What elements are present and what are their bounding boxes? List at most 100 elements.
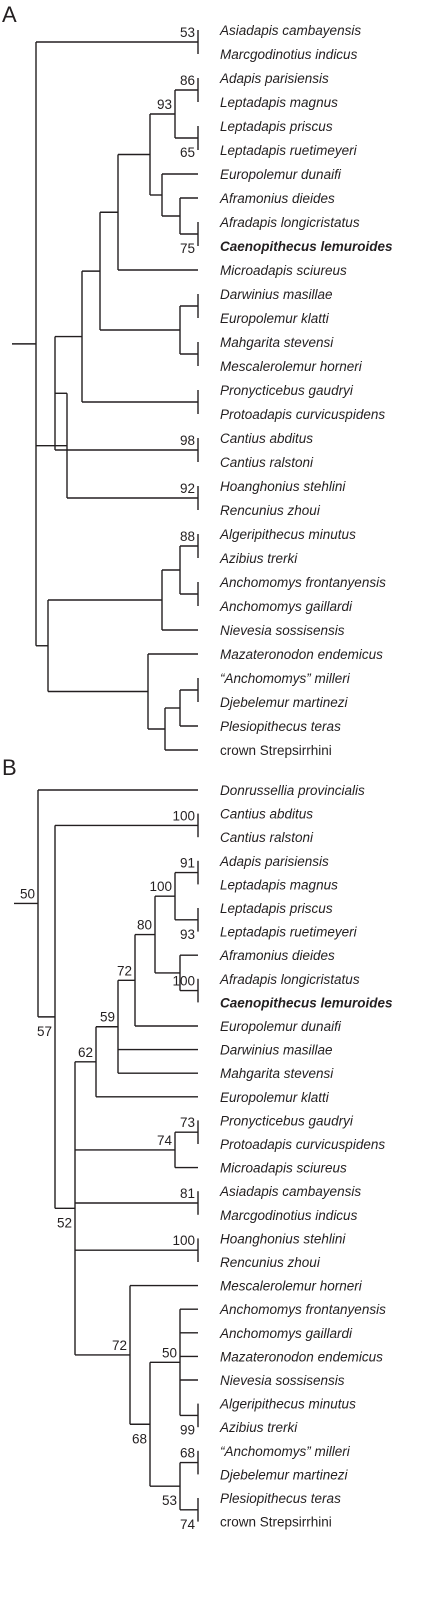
support-value: 93 bbox=[157, 97, 172, 112]
taxon-label: Rencunius zhoui bbox=[220, 1255, 321, 1270]
taxon-label: Europolemur dunaifi bbox=[220, 1019, 342, 1034]
taxon-label: Hoanghonius stehlini bbox=[220, 1231, 346, 1246]
taxon-label: Leptadapis magnus bbox=[220, 877, 338, 892]
panel-b-tree-branches bbox=[14, 789, 199, 1522]
support-value: 81 bbox=[180, 1186, 195, 1201]
taxon-label: Darwinius masillae bbox=[220, 287, 333, 302]
taxon-label: Aframonius dieides bbox=[219, 191, 335, 206]
taxon-label: “Anchomomys” milleri bbox=[220, 671, 351, 686]
taxon-label: crown Strepsirrhini bbox=[220, 743, 332, 758]
taxon-label: Adapis parisiensis bbox=[219, 854, 329, 869]
support-value: 98 bbox=[180, 433, 195, 448]
taxon-label: Protoadapis curvicuspidens bbox=[220, 407, 385, 422]
support-value: 73 bbox=[180, 1115, 195, 1130]
taxon-label: Anchomomys gaillardi bbox=[219, 599, 353, 614]
support-value: 59 bbox=[100, 1010, 115, 1025]
taxon-label: Mahgarita stevensi bbox=[220, 335, 334, 350]
taxon-label: Donrussellia provincialis bbox=[220, 783, 365, 798]
support-value: 92 bbox=[180, 481, 195, 496]
taxon-label: Pronycticebus gaudryi bbox=[220, 383, 354, 398]
taxon-label: Marcgodinotius indicus bbox=[220, 47, 358, 62]
taxon-label: Afradapis longicristatus bbox=[219, 215, 360, 230]
taxon-label: Azibius trerki bbox=[219, 1420, 298, 1435]
taxon-label: Mescalerolemur horneri bbox=[220, 1279, 363, 1294]
panel-a-support-values: 53 86 65 93 75 98 92 88 bbox=[157, 25, 195, 544]
support-value: 57 bbox=[37, 1024, 52, 1039]
support-value: 53 bbox=[180, 25, 195, 40]
support-value: 74 bbox=[180, 1517, 196, 1532]
support-value: 50 bbox=[162, 1345, 177, 1360]
panel-b-support-values: 1009193100100807259627374811009950687453… bbox=[20, 808, 196, 1531]
taxon-label: Djebelemur martinezi bbox=[220, 695, 349, 710]
support-value: 62 bbox=[78, 1045, 93, 1060]
support-value: 72 bbox=[112, 1338, 127, 1353]
taxon-label: Aframonius dieides bbox=[219, 948, 335, 963]
taxon-label: Anchomomys frontanyensis bbox=[219, 1302, 386, 1317]
taxon-label: Caenopithecus lemuroides bbox=[220, 239, 393, 254]
taxon-label: Cantius abditus bbox=[220, 807, 313, 822]
taxon-label: Nievesia sossisensis bbox=[220, 623, 345, 638]
taxon-label: Algeripithecus minutus bbox=[219, 1397, 356, 1412]
support-value: 52 bbox=[57, 1215, 72, 1230]
taxon-label: Afradapis longicristatus bbox=[219, 972, 360, 987]
support-value: 99 bbox=[180, 1422, 195, 1437]
support-value: 93 bbox=[180, 927, 195, 942]
support-value: 88 bbox=[180, 529, 195, 544]
taxon-label: Marcgodinotius indicus bbox=[220, 1208, 358, 1223]
taxon-label: Leptadapis ruetimeyeri bbox=[220, 143, 358, 158]
taxon-label: “Anchomomys” milleri bbox=[220, 1444, 351, 1459]
taxon-label: Caenopithecus lemuroides bbox=[220, 995, 393, 1010]
taxon-label: Adapis parisiensis bbox=[219, 71, 329, 86]
panel-a-tree-branches bbox=[12, 30, 199, 751]
taxon-label: Cantius abditus bbox=[220, 431, 313, 446]
taxon-label: Anchomomys gaillardi bbox=[219, 1326, 353, 1341]
support-value: 68 bbox=[132, 1431, 147, 1446]
taxon-label: Europolemur klatti bbox=[220, 1090, 330, 1105]
taxon-label: Rencunius zhoui bbox=[220, 503, 321, 518]
taxon-label: Plesiopithecus teras bbox=[220, 719, 341, 734]
taxon-label: Europolemur dunaifi bbox=[220, 167, 342, 182]
taxon-label: crown Strepsirrhini bbox=[220, 1515, 332, 1530]
panel-a-label: A bbox=[2, 2, 17, 27]
taxon-label: Asiadapis cambayensis bbox=[219, 1184, 361, 1199]
support-value: 100 bbox=[149, 879, 172, 894]
taxon-label: Djebelemur martinezi bbox=[220, 1467, 349, 1482]
taxon-label: Algeripithecus minutus bbox=[219, 527, 356, 542]
support-value: 91 bbox=[180, 856, 195, 871]
taxon-label: Asiadapis cambayensis bbox=[219, 23, 361, 38]
taxon-label: Cantius ralstoni bbox=[220, 830, 314, 845]
taxon-label: Plesiopithecus teras bbox=[220, 1491, 341, 1506]
support-value: 68 bbox=[180, 1446, 195, 1461]
support-value: 74 bbox=[157, 1133, 173, 1148]
taxon-label: Pronycticebus gaudryi bbox=[220, 1113, 354, 1128]
taxon-label: Europolemur klatti bbox=[220, 311, 330, 326]
support-value: 50 bbox=[20, 886, 35, 901]
support-value: 80 bbox=[137, 918, 152, 933]
panel-b-label: B bbox=[2, 755, 17, 780]
taxon-label: Mazateronodon endemicus bbox=[220, 1349, 383, 1364]
support-value: 65 bbox=[180, 145, 195, 160]
taxon-label: Darwinius masillae bbox=[220, 1043, 333, 1058]
support-value: 100 bbox=[172, 974, 195, 989]
support-value: 100 bbox=[172, 1233, 195, 1248]
taxon-label: Azibius trerki bbox=[219, 551, 298, 566]
taxon-label: Anchomomys frontanyensis bbox=[219, 575, 386, 590]
taxon-label: Mazateronodon endemicus bbox=[220, 647, 383, 662]
taxon-label: Leptadapis priscus bbox=[220, 901, 333, 916]
support-value: 72 bbox=[117, 963, 132, 978]
support-value: 86 bbox=[180, 73, 195, 88]
taxon-label: Cantius ralstoni bbox=[220, 455, 314, 470]
taxon-label: Microadapis sciureus bbox=[220, 1161, 347, 1176]
taxon-label: Mahgarita stevensi bbox=[220, 1066, 334, 1081]
support-value: 75 bbox=[180, 241, 195, 256]
support-value: 53 bbox=[162, 1493, 177, 1508]
taxon-label: Leptadapis ruetimeyeri bbox=[220, 925, 358, 940]
support-value: 100 bbox=[172, 808, 195, 823]
taxon-label: Protoadapis curvicuspidens bbox=[220, 1137, 385, 1152]
taxon-label: Leptadapis magnus bbox=[220, 95, 338, 110]
taxon-label: Microadapis sciureus bbox=[220, 263, 347, 278]
taxon-label: Leptadapis priscus bbox=[220, 119, 333, 134]
